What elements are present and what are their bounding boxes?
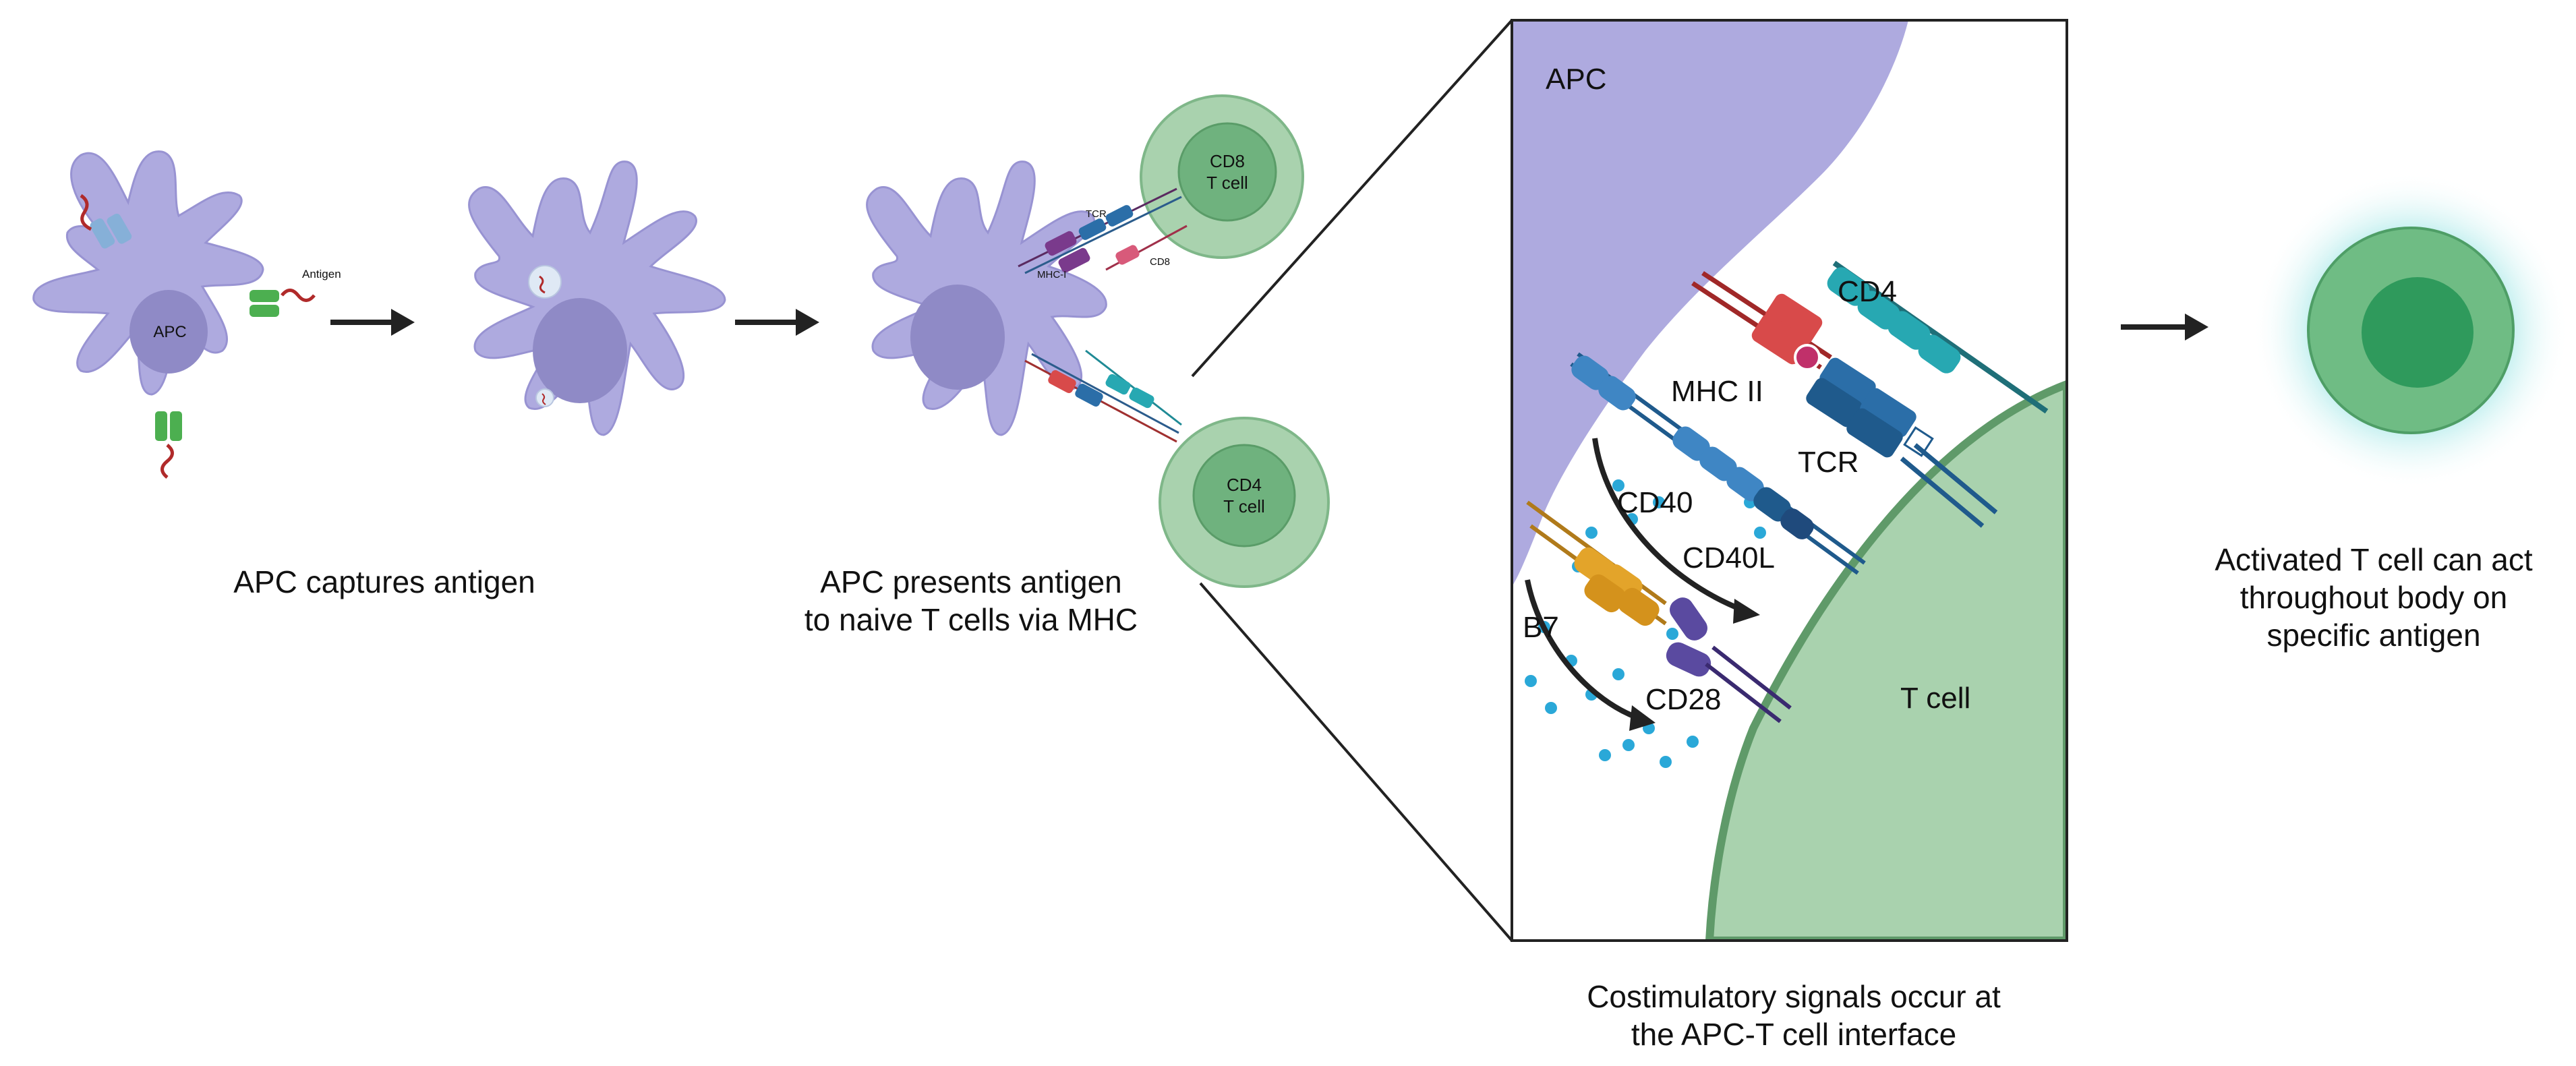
panel-border: [1511, 19, 2068, 942]
b7-label: B7: [1523, 611, 1559, 644]
arrow-3: [2121, 314, 2208, 340]
mhc2-label: MHC II: [1671, 375, 1763, 408]
caption-stage3-line1: APC presents antigen: [820, 564, 1122, 599]
cd8-small-label: CD8: [1150, 256, 1170, 268]
b7-cd28-complex: [1526, 500, 1792, 723]
cd8-t-cell: CD8 T cell: [1140, 94, 1304, 259]
cd40-cd40l-complex: [1570, 352, 1866, 575]
cd4-cell-label-line1: CD4: [1227, 475, 1262, 495]
zoom-line-top: [1191, 19, 1513, 378]
apc-nucleus-2: [533, 298, 627, 403]
tcr-small-label: TCR: [1086, 208, 1107, 220]
cd8-cell-label-line2: T cell: [1206, 173, 1248, 193]
arrow-1: [330, 309, 415, 336]
mhc1-tcr-complex: MHC-I TCR CD8: [1018, 187, 1188, 280]
apc-stage2: [468, 160, 726, 436]
zoom-line-bottom: [1199, 582, 1513, 942]
cd8-cell-label-line1: CD8: [1210, 151, 1245, 171]
caption-interface-line1: Costimulatory signals occur at: [1587, 979, 2001, 1014]
apc-nucleus-3: [910, 285, 1005, 390]
cd4-molecule: [1827, 260, 2049, 414]
caption-final-line1: Activated T cell can act: [2215, 542, 2533, 577]
caption-interface: Costimulatory signals occur at the APC-T…: [1504, 978, 2084, 1053]
activated-t-cell: [2252, 172, 2569, 489]
cd28-label: CD28: [1645, 683, 1722, 716]
cd4-label: CD4: [1838, 275, 1897, 308]
tcr-label: TCR: [1798, 446, 1858, 479]
mhc1-label: MHC-I: [1037, 269, 1066, 280]
apc-stage1: APC Antigen: [32, 150, 341, 479]
cd40l-label: CD40L: [1682, 541, 1775, 574]
panel-tcell-label: T cell: [1900, 682, 1970, 715]
apc-nucleus-1: [129, 290, 208, 374]
antigen-label: Antigen: [302, 268, 341, 280]
caption-stage1: APC captures antigen: [233, 564, 535, 599]
apc-label-1: APC: [153, 323, 186, 341]
caption-stage3-line2: to naive T cells via MHC: [804, 602, 1138, 637]
apc-body-2: [468, 160, 726, 436]
apc-stage3: [866, 160, 1107, 436]
cd4-cell-label-line2: T cell: [1223, 496, 1265, 516]
panel-apc-label: APC: [1546, 63, 1606, 96]
interface-zoom-panel: APC T cell CD4 MHC II TCR CD40 CD40L B7 …: [1511, 19, 2068, 942]
arrow-2: [735, 309, 819, 336]
cd4-t-cell: CD4 T cell: [1159, 417, 1330, 588]
mhc2-tcr-complex: [1691, 271, 1998, 528]
caption-final-line3: specific antigen: [2266, 618, 2481, 653]
mhc2-tcr-small-complex: [1024, 349, 1182, 443]
caption-final-line2: throughout body on: [2240, 580, 2508, 615]
apc-membrane: [1512, 20, 1908, 587]
caption-stage3: APC presents antigen to naive T cells vi…: [762, 563, 1180, 639]
caption-final: Activated T cell can act throughout body…: [2185, 541, 2563, 654]
signal-arrows: [1525, 438, 1745, 721]
caption-interface-line2: the APC-T cell interface: [1631, 1017, 1957, 1052]
cd40-label: CD40: [1617, 486, 1693, 519]
